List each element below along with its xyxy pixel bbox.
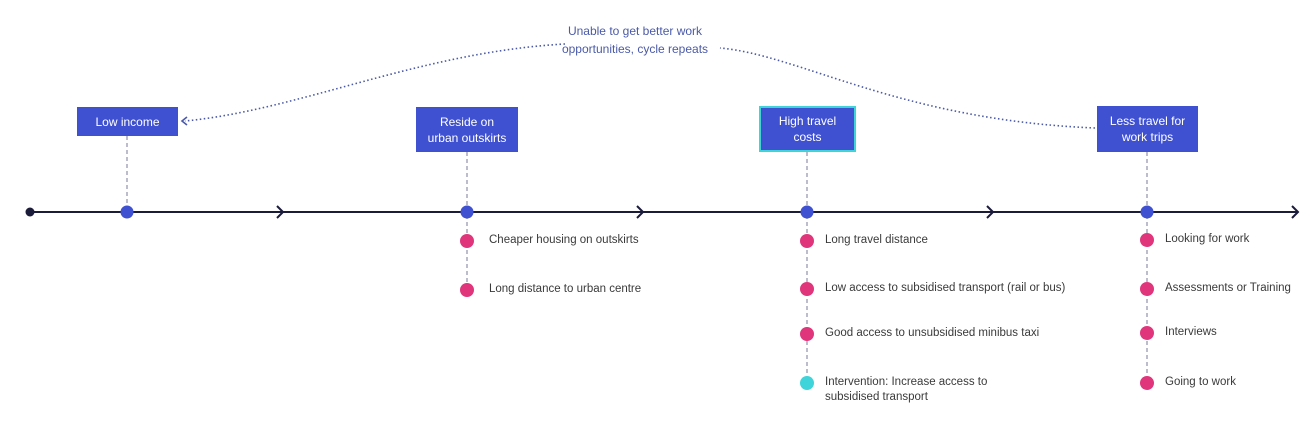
factor-dot bbox=[1140, 233, 1154, 247]
cycle-label-line1: Unable to get better work bbox=[567, 24, 703, 38]
stage-label: Low income bbox=[95, 114, 159, 130]
factor-dot bbox=[800, 327, 814, 341]
factor-dot bbox=[1140, 326, 1154, 340]
item-text: Intervention: Increase access to bbox=[825, 376, 988, 388]
item-text: Looking for work bbox=[1165, 233, 1250, 245]
arrow-head-icon bbox=[986, 205, 995, 219]
item-text: Interviews bbox=[1165, 326, 1217, 338]
item-text: Cheaper housing on outskirts bbox=[489, 234, 639, 246]
factor-dot bbox=[800, 234, 814, 248]
stage-label-line2: costs bbox=[793, 130, 822, 144]
factor-dot bbox=[800, 282, 814, 296]
stage-label-line1: High travel bbox=[778, 114, 837, 128]
arrow-head-icon bbox=[1291, 205, 1300, 219]
intervention-dot bbox=[800, 376, 814, 390]
factor-dot bbox=[460, 283, 474, 297]
stage-label: Less travel for work trips bbox=[1110, 113, 1185, 145]
cycle-label-line2: opportunities, cycle repeats bbox=[561, 42, 709, 56]
item-text: Long distance to urban centre bbox=[489, 283, 642, 295]
factor-item: Going to work bbox=[1165, 375, 1236, 390]
stage-dot bbox=[800, 205, 814, 219]
factor-item: Cheaper housing on outskirts bbox=[489, 233, 639, 248]
item-text: Low access to subsidised transport (rail… bbox=[825, 282, 1066, 294]
stage-label-line1: Low income bbox=[95, 114, 160, 129]
stage-label-line1: Reside on bbox=[439, 114, 495, 129]
factor-item: Long distance to urban centre bbox=[489, 282, 641, 297]
factor-item: Interviews bbox=[1165, 325, 1217, 340]
item-text: Assessments or Training bbox=[1165, 282, 1291, 294]
stage-label: High travel costs bbox=[779, 113, 836, 145]
factor-item: Long travel distance bbox=[825, 233, 928, 248]
stage-dot bbox=[460, 205, 474, 219]
stage-box: High travel costs bbox=[759, 106, 856, 152]
cycle-loop-line bbox=[184, 43, 1096, 129]
intervention-item: Intervention: Increase access to subsidis… bbox=[825, 375, 987, 405]
factor-dot bbox=[1140, 376, 1154, 390]
factor-item: Assessments or Training bbox=[1165, 281, 1291, 296]
factor-dot bbox=[1140, 282, 1154, 296]
stage-box: Less travel for work trips bbox=[1097, 106, 1198, 152]
item-text: Long travel distance bbox=[825, 234, 928, 246]
timeline-start-dot bbox=[25, 207, 35, 217]
stage-label-line2: urban outskirts bbox=[427, 130, 507, 145]
arrow-head-icon bbox=[276, 205, 285, 219]
cycle-repeat-label: Unable to get better work opportunities,… bbox=[540, 22, 730, 58]
item-text: Good access to unsubsidised minibus taxi bbox=[825, 327, 1040, 339]
factor-item: Low access to subsidised transport (rail… bbox=[825, 281, 1065, 296]
factor-item: Good access to unsubsidised minibus taxi bbox=[825, 326, 1039, 341]
loop-arrow-head-icon bbox=[180, 116, 188, 126]
stage-label-line1: Less travel for bbox=[1109, 114, 1186, 128]
stage-label-line2: work trips bbox=[1121, 130, 1174, 144]
stage-dot bbox=[1140, 205, 1154, 219]
stage-box: Low income bbox=[77, 107, 178, 136]
arrow-head-icon bbox=[636, 205, 645, 219]
factor-item: Looking for work bbox=[1165, 232, 1249, 247]
stage-dot bbox=[120, 205, 134, 219]
factor-dot bbox=[460, 234, 474, 248]
item-text: Going to work bbox=[1165, 376, 1236, 388]
item-text-line2: subsidised transport bbox=[825, 391, 928, 403]
